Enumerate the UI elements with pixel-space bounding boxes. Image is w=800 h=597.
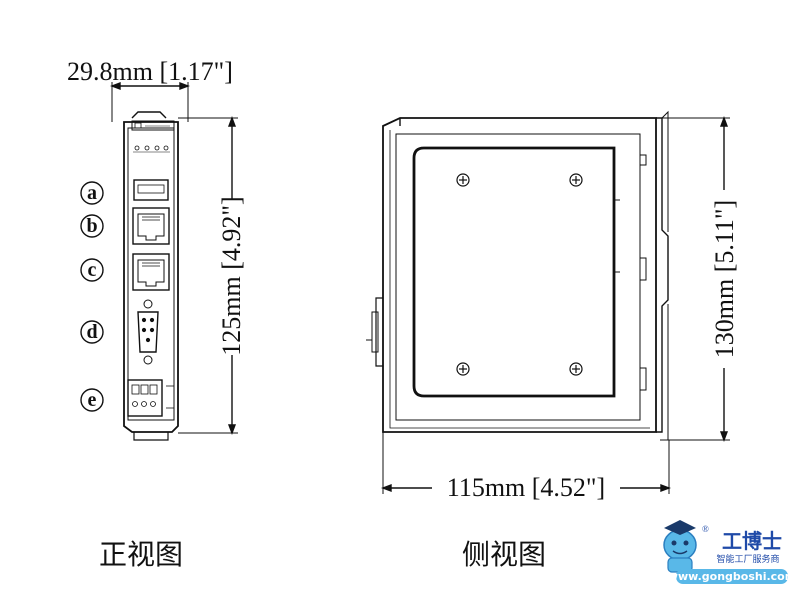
port-label-c: c: [80, 258, 104, 282]
svg-text:c: c: [88, 259, 97, 281]
registered-mark: ®: [702, 524, 709, 534]
front-view: [110, 81, 238, 441]
port-label-a: a: [80, 181, 104, 205]
port-label-b: b: [80, 214, 104, 238]
front-height-dimension: 125mm [4.92"]: [217, 196, 246, 355]
svg-text:e: e: [88, 389, 97, 411]
watermark-url: www.gongboshi.com: [668, 570, 796, 583]
side-view: [366, 110, 730, 494]
port-label-e: e: [80, 388, 104, 412]
side-view-caption: 侧视图: [462, 538, 546, 571]
svg-text:b: b: [86, 215, 97, 237]
svg-text:a: a: [87, 182, 97, 204]
mascot-icon: [663, 520, 697, 573]
front-width-dimension: 29.8mm [1.17"]: [67, 57, 233, 86]
watermark: ® 工博士 智能工厂服务商 www.gongboshi.com: [663, 520, 796, 584]
front-view-caption: 正视图: [99, 538, 183, 571]
side-height-dimension: 130mm [5.11"]: [710, 200, 739, 358]
watermark-subtitle: 智能工厂服务商: [716, 553, 779, 565]
port-labels: a b c d e: [80, 181, 104, 412]
port-label-d: d: [80, 320, 104, 344]
side-width-dimension: 115mm [4.52"]: [447, 473, 605, 502]
svg-text:d: d: [86, 321, 97, 343]
watermark-brand: 工博士: [722, 529, 782, 553]
